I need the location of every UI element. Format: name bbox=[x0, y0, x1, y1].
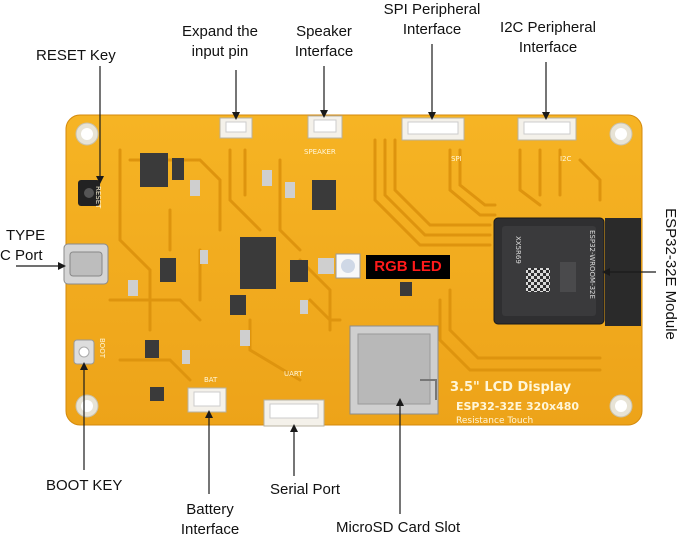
rgb-led-label: RGB LED bbox=[366, 255, 450, 279]
label-speaker-line1: Speaker bbox=[296, 23, 352, 40]
label-speaker: Speaker Interface bbox=[282, 22, 366, 62]
label-reset-key: RESET Key bbox=[36, 47, 116, 64]
label-spi-line1: SPI Peripheral bbox=[383, 1, 481, 18]
microsd-slot-part bbox=[349, 325, 439, 415]
spi-connector bbox=[401, 117, 465, 141]
label-battery: Battery Interface bbox=[170, 500, 250, 540]
silk-spi: SPI bbox=[451, 155, 462, 163]
esp32-module-part bbox=[493, 217, 605, 325]
mounting-holes bbox=[75, 122, 633, 418]
module-code: XX5R69 bbox=[514, 236, 522, 264]
label-serial-port: Serial Port bbox=[270, 481, 341, 498]
smd-components bbox=[128, 153, 412, 401]
silk-i2c: I2C bbox=[560, 155, 572, 163]
label-spi: SPI Peripheral Interface bbox=[362, 0, 502, 40]
label-i2c-line1: I2C Peripheral bbox=[500, 19, 596, 36]
usb-c-connector bbox=[63, 243, 109, 285]
label-microsd: MicroSD Card Slot bbox=[336, 519, 461, 536]
silk-boot: BOOT bbox=[98, 338, 106, 359]
label-boot-key: BOOT KEY bbox=[46, 477, 123, 494]
display-touch: Resistance Touch bbox=[456, 416, 533, 426]
label-battery-line2: Interface bbox=[180, 521, 240, 538]
label-speaker-line2: Interface bbox=[294, 43, 354, 60]
module-brand: ESP32-WROOM-32E bbox=[588, 230, 596, 299]
silk-speaker: SPEAKER bbox=[304, 148, 336, 156]
label-typec: TYPE C Port bbox=[0, 226, 45, 266]
serial-connector bbox=[263, 399, 325, 427]
silk-uart: UART bbox=[284, 370, 303, 378]
expand-input-connector bbox=[219, 117, 253, 139]
label-typec-line2: C Port bbox=[0, 247, 43, 264]
boot-button-part bbox=[73, 339, 95, 365]
label-spi-line2: Interface bbox=[402, 21, 462, 38]
label-expand-input: Expand the input pin bbox=[168, 22, 272, 62]
label-i2c-line2: Interface bbox=[518, 39, 578, 56]
display-model: ESP32-32E 320x480 bbox=[456, 400, 579, 413]
silk-reset: RESET bbox=[94, 186, 102, 209]
silk-bat: BAT bbox=[204, 376, 218, 384]
label-i2c: I2C Peripheral Interface bbox=[488, 18, 608, 58]
label-expand-line1: Expand the bbox=[182, 23, 258, 40]
leader-lines bbox=[16, 44, 656, 514]
battery-connector bbox=[187, 387, 227, 413]
reset-button-part bbox=[78, 180, 100, 206]
leader-arrows bbox=[58, 110, 610, 432]
label-esp-module: ESP32-32E Module bbox=[662, 208, 679, 340]
i2c-connector bbox=[517, 117, 577, 141]
label-typec-line1: TYPE bbox=[6, 227, 46, 244]
label-expand-line2: input pin bbox=[191, 43, 249, 60]
label-battery-line1: Battery bbox=[186, 501, 234, 518]
display-title: 3.5" LCD Display bbox=[450, 380, 572, 395]
speaker-connector bbox=[307, 115, 343, 139]
